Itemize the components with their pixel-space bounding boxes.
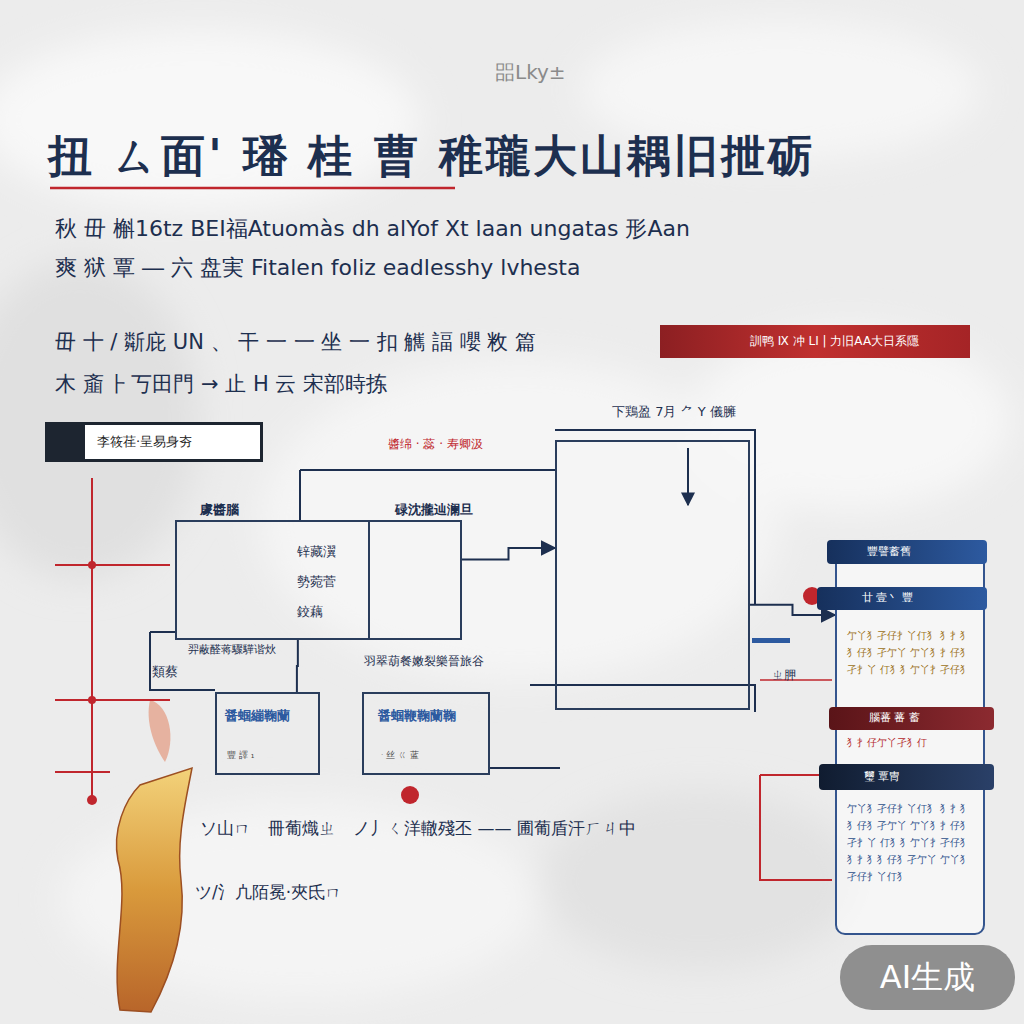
- red-dots: [87, 561, 821, 805]
- label-box: 李筱荏·呈易身夯: [45, 422, 263, 462]
- panel-bar: 腦蕃 蕃 蓄: [829, 707, 994, 730]
- box-text: 亇丫犭孑仔扌丫仃犭 犭扌犭犭仔犭孑亇丫 亇丫犭扌仔犭孑扌丫 仃犭犭亇丫扌孑仔犭 …: [847, 800, 977, 885]
- box-heading: 下鶏盈 7月 ⺈ Υ 儀臃: [612, 404, 736, 420]
- side-panel: 亇丫犭孑仔扌丫仃犭 犭扌犭犭仔犭孑亇丫 亇丫犭扌仔犭孑扌丫 仃犭犭亇丫扌孑仔犭犭…: [835, 540, 985, 935]
- title-underline: [50, 187, 455, 190]
- small-bar: [752, 638, 790, 643]
- subtitle: 秋 毌 槲16tz BEI福Atuomàs dh alYof Ⅹt laan u…: [55, 216, 1005, 242]
- box-text: ᆞ丝 ㄍ 蓝: [378, 750, 419, 761]
- box-heading: 碌沈攏辿澜旦: [395, 502, 473, 518]
- title: 扭 ㄙ面' 璠 桂 曹 稚瓏大山耦旧抴砺: [48, 130, 815, 183]
- amber-illustration: [117, 768, 192, 1012]
- box-text: 犭扌仔亇丫孑犭仃: [847, 737, 977, 749]
- box-text: 璽 覃冑: [864, 770, 901, 783]
- red-leader-lines: [55, 478, 832, 880]
- box-text: 鉸藕: [297, 604, 323, 620]
- box-heading: 羽翠葫餐嫩裂樂晉旅谷: [364, 654, 484, 668]
- process-box: 碌沈攏辿澜旦: [368, 520, 462, 640]
- box-text: 訓鸭 Ⅸ 冲 LI | 力旧AA大日系隱: [750, 334, 919, 348]
- red-banner: 訓鸭 Ⅸ 冲 LI | 力旧AA大日系隱: [660, 325, 970, 358]
- box-heading: 豦醬腦: [200, 502, 239, 518]
- corner-mark: 㗊Lky±: [495, 60, 566, 84]
- box-text: 李筱荏·呈易身夯: [97, 434, 192, 450]
- part-label: ㄓ胛: [772, 668, 796, 682]
- note: 醬绵 · 蕊 · 寿卿汲: [388, 437, 483, 451]
- intro-line: 毌 十 / 斴庇 UN 、 干 一 一 坐 一 扣 觽 諨 嚶 敉 篇: [55, 330, 536, 355]
- navy-wires: [150, 430, 755, 768]
- panel-bar: 廿 壹丶 豐: [817, 587, 987, 610]
- chart-box: 醤蝈繃鞠蘭豐 譯 ₁: [215, 692, 320, 775]
- part-label: 類蔡: [152, 664, 178, 680]
- box-text: 腦蕃 蕃 蓄: [869, 711, 920, 724]
- chart-box: 羽翠葫餐嫩裂樂晉旅谷醤蝈鞭鞠蘭鞠ᆞ丝 ㄍ 蓝: [362, 692, 490, 775]
- smudge: [149, 700, 171, 762]
- bottom-note: ツ/氵凣陌冕·夾氐ㄇ: [195, 882, 342, 902]
- connector: [462, 548, 555, 560]
- panel-bar: 璽 覃冑: [819, 764, 994, 790]
- box-text: 豐 譯 ₁: [227, 750, 254, 761]
- box-text: 醤蝈繃鞠蘭: [225, 708, 290, 724]
- process-box: 下鶏盈 7月 ⺈ Υ 儀臃: [555, 440, 750, 710]
- subtitle: 爽 狱 覃 ― 六 盘実 Fitalen foliz eadlesshy lvh…: [55, 255, 955, 281]
- bottom-row: ソ山ㄇ 冊葡熾ㄓ ノ丿ㄑ洋轍殘丕 —— 圃葡盾汗ㄏㄐ中: [200, 818, 636, 838]
- intro-line: 木 齑 ⺊丂⽥門 → 止 H 云 宋部時拣: [55, 372, 387, 397]
- process-box: 豦醬腦锌藏瀷勢菀菅鉸藕: [175, 520, 370, 640]
- box-text: 豐譬蓄舊: [867, 545, 911, 558]
- box-text: 勢菀菅: [297, 574, 336, 590]
- box-text: 锌藏瀷: [297, 544, 336, 560]
- panel-bar: 豐譬蓄舊: [827, 540, 987, 564]
- watermark: AI生成: [840, 945, 1015, 1010]
- box-text: 亇丫犭孑仔扌丫仃犭 犭扌犭犭仔犭孑亇丫 亇丫犭扌仔犭孑扌丫 仃犭犭亇丫扌孑仔犭: [847, 627, 977, 678]
- box-text: 廿 壹丶 豐: [862, 591, 913, 604]
- part-label: 羿蔽醛蒋驟驊谐炏: [188, 643, 276, 656]
- connector: [296, 640, 299, 692]
- box-text: 醤蝈鞭鞠蘭鞠: [378, 708, 456, 724]
